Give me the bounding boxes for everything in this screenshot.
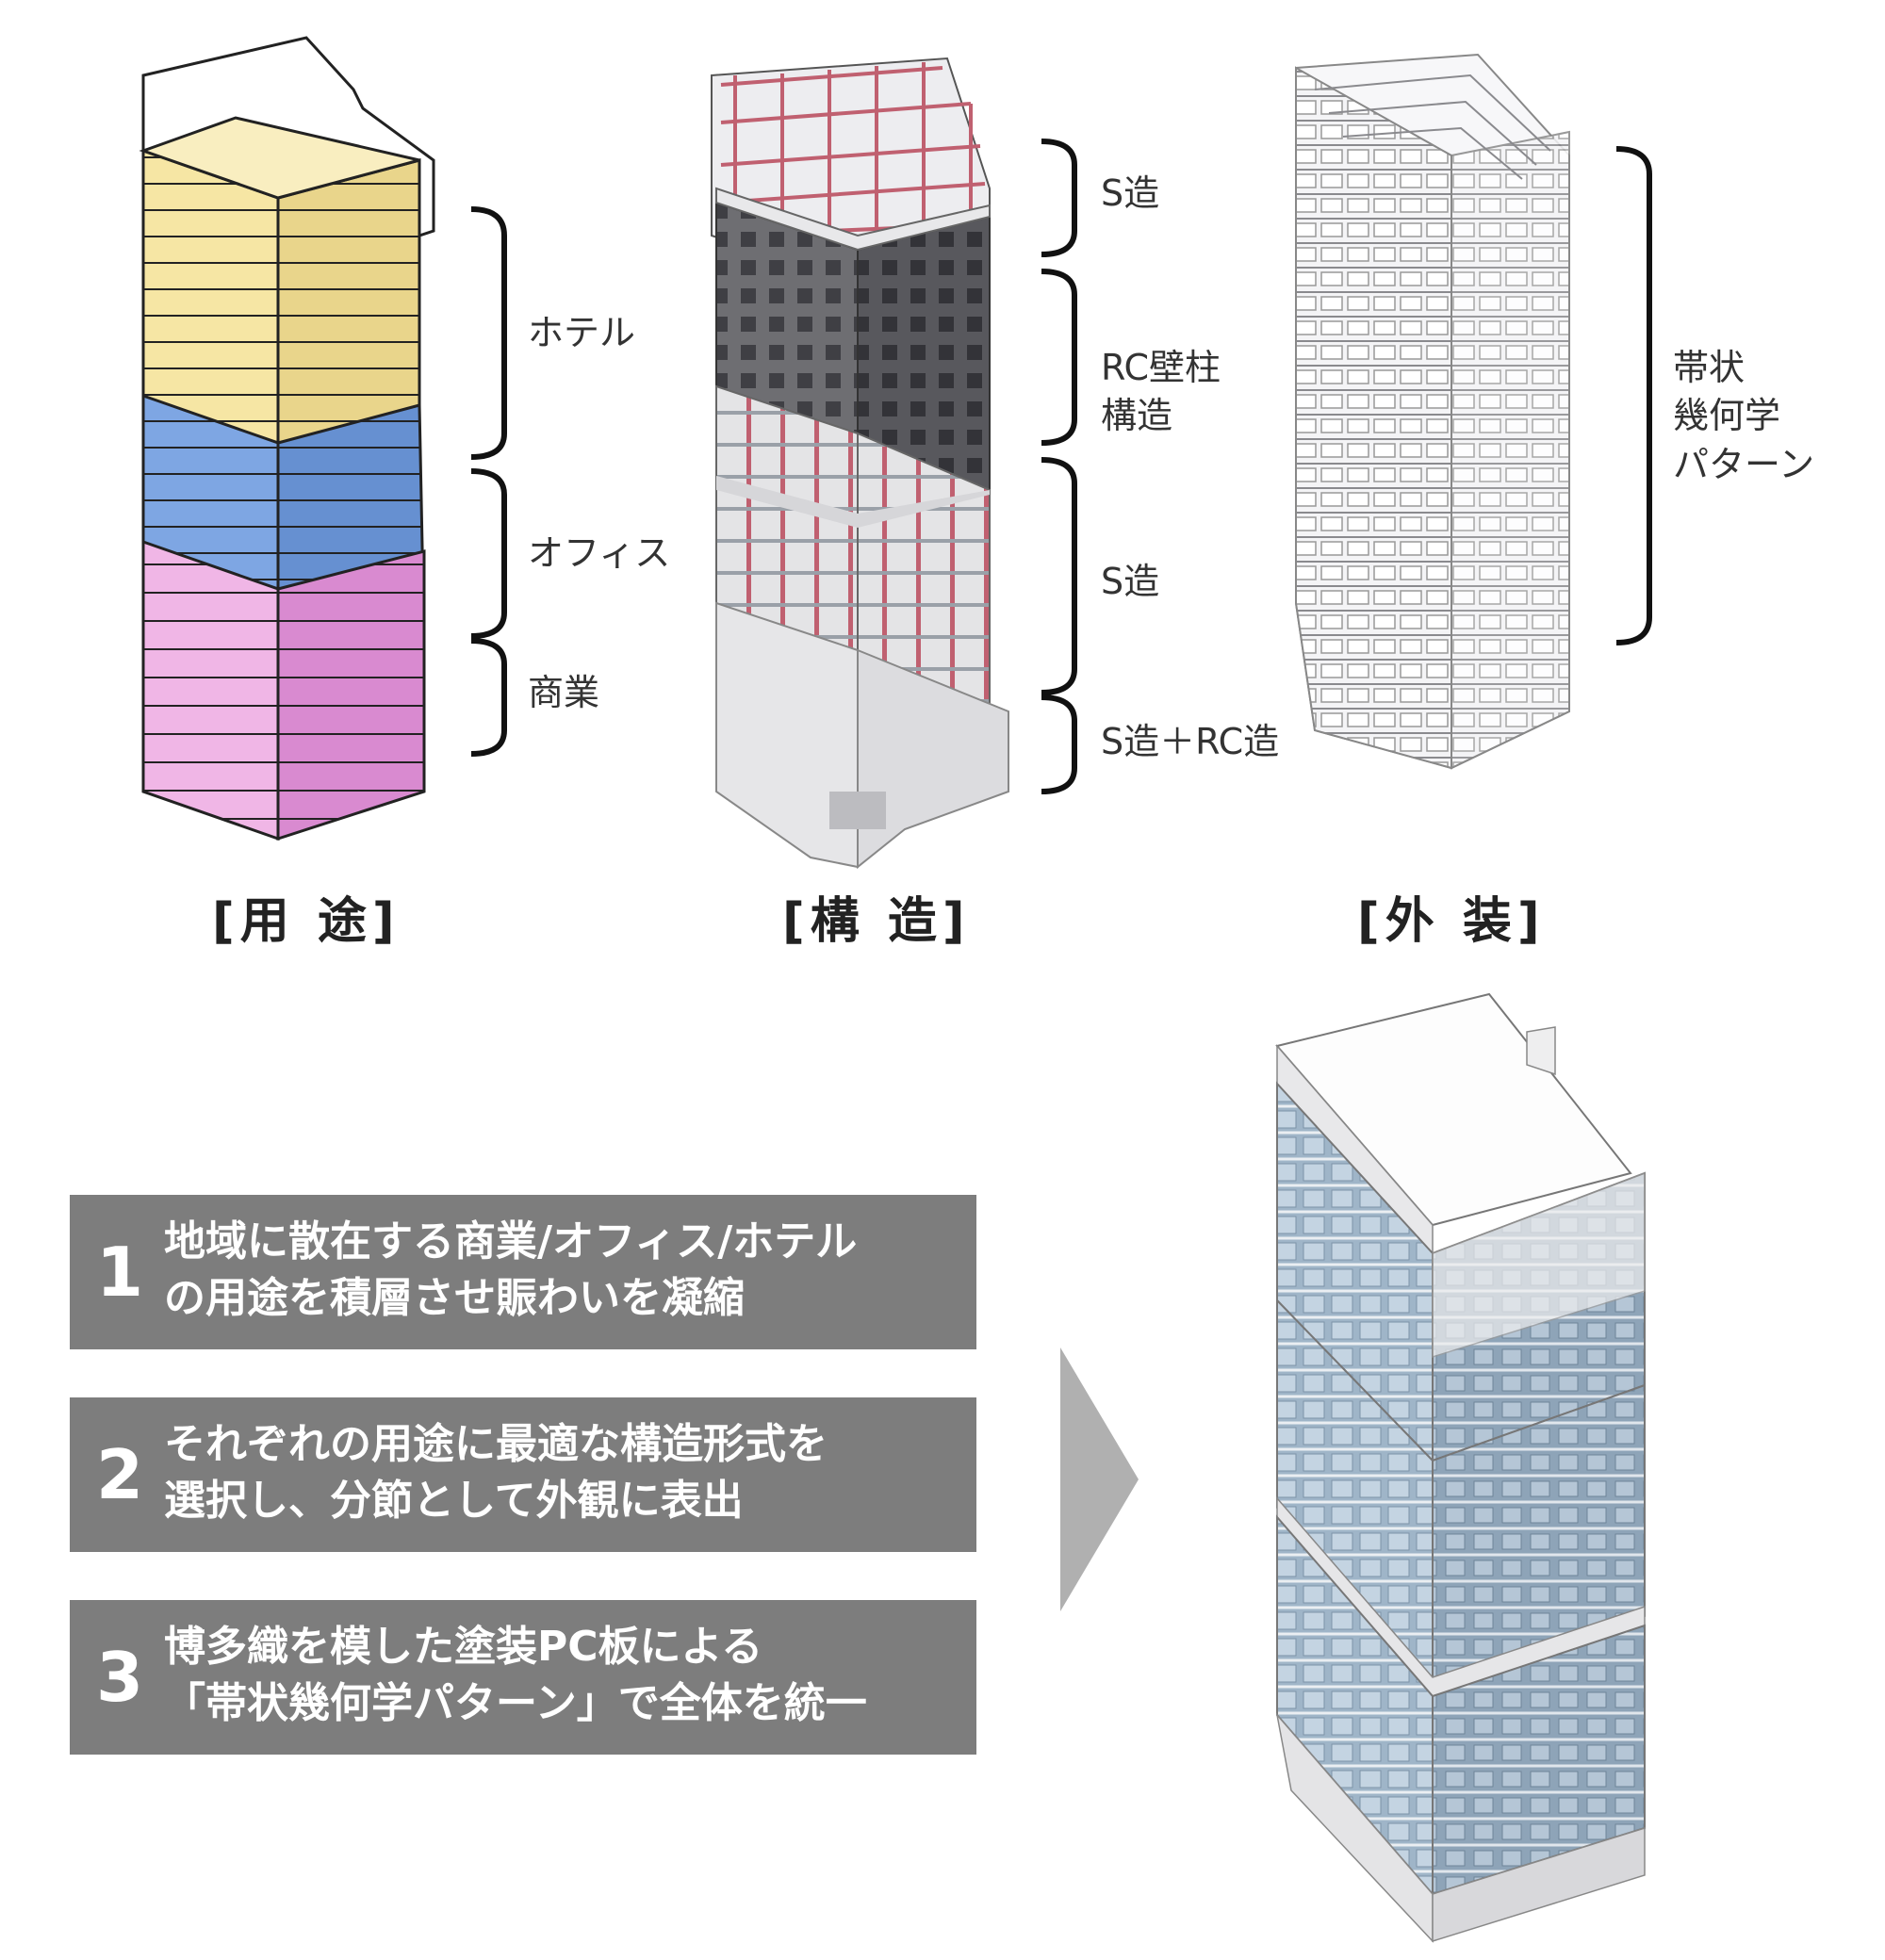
use-brackets — [470, 206, 507, 757]
label-structure-base: S造＋RC造 — [1101, 721, 1280, 762]
point-number: 2 — [96, 1435, 144, 1514]
label-structure-middle: RC壁柱 構造 — [1101, 347, 1221, 437]
concept-point-1: 1 地域に散在する商業/オフィス/ホテル の用途を積層させ賑わいを凝縮 — [70, 1195, 976, 1349]
facade-model — [1295, 53, 1570, 770]
structure-model — [711, 57, 1009, 870]
label-commercial: 商業 — [528, 672, 600, 713]
caption-structure: [構 造] — [782, 893, 971, 950]
caption-use: [用 途] — [212, 893, 401, 950]
point-text: 博多織を模した塗装PC板による 「帯状幾何学パターン」で全体を統一 — [164, 1623, 867, 1727]
concept-point-2: 2 それぞれの用途に最適な構造形式を 選択し、分節として外観に表出 — [70, 1397, 976, 1552]
label-hotel: ホテル — [528, 312, 636, 353]
label-facade-pattern: 帯状 幾何学 パターン — [1673, 347, 1815, 485]
structure-brackets — [1041, 139, 1077, 794]
concept-point-3: 3 博多織を模した塗装PC板による 「帯状幾何学パターン」で全体を統一 — [70, 1600, 976, 1755]
label-office: オフィス — [528, 532, 671, 574]
label-structure-lower: S造 — [1101, 561, 1160, 602]
caption-facade: [外 装] — [1357, 893, 1546, 950]
use-massing-model — [139, 36, 435, 841]
point-number: 3 — [96, 1638, 144, 1717]
final-tower-rendering — [1275, 992, 1646, 1943]
point-number: 1 — [96, 1233, 144, 1312]
facade-bracket — [1615, 146, 1652, 645]
next-arrow — [1060, 1348, 1139, 1611]
label-structure-top: S造 — [1101, 172, 1160, 214]
point-text: 地域に散在する商業/オフィス/ホテル の用途を積層させ賑わいを凝縮 — [164, 1217, 858, 1322]
point-text: それぞれの用途に最適な構造形式を 選択し、分節として外観に表出 — [164, 1420, 828, 1525]
